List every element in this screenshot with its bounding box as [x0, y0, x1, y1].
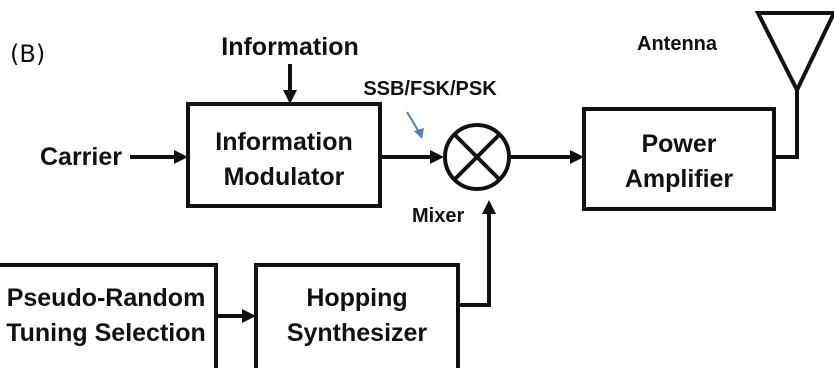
tuning-to-synthesizer-arrowhead — [242, 309, 256, 323]
synthesizer-to-mixer-line — [458, 212, 491, 307]
hopping-synthesizer-line1: Hopping — [306, 284, 407, 312]
mixer-to-amplifier-arrowhead — [570, 150, 584, 164]
hopping-synthesizer-line2: Synthesizer — [287, 319, 428, 347]
information-modulator-line2: Modulator — [224, 163, 345, 191]
amplifier-to-antenna-line — [774, 90, 799, 159]
power-amplifier-line2: Amplifier — [625, 165, 734, 193]
modulation-types-label: SSB/FSK/PSK — [363, 78, 497, 100]
power-amplifier-block — [582, 107, 776, 211]
information-modulator-line1: Information — [215, 128, 353, 156]
power-amplifier-line1: Power — [641, 130, 716, 158]
pseudo-random-tuning-block — [0, 263, 218, 368]
synthesizer-to-mixer-arrowhead — [482, 200, 496, 214]
antenna-label: Antenna — [637, 33, 718, 55]
carrier-input-arrowhead — [174, 150, 188, 164]
modulation-types-pointer — [406, 111, 420, 133]
modulator-to-mixer-arrowhead — [430, 150, 444, 164]
carrier-input-label: Carrier — [40, 143, 122, 171]
pseudo-random-tuning-line1: Pseudo-Random — [7, 284, 206, 312]
information-input-arrowhead — [283, 90, 297, 104]
panel-label: (B) — [10, 40, 45, 68]
antenna-icon — [754, 11, 834, 95]
pseudo-random-tuning-line2: Tuning Selection — [6, 319, 206, 347]
mixer-cross-b — [452, 132, 502, 182]
mixer-label: Mixer — [412, 205, 464, 227]
information-input-label: Information — [221, 33, 359, 61]
modulation-types-pointer-head — [414, 128, 424, 139]
hopping-synthesizer-block — [254, 263, 460, 368]
